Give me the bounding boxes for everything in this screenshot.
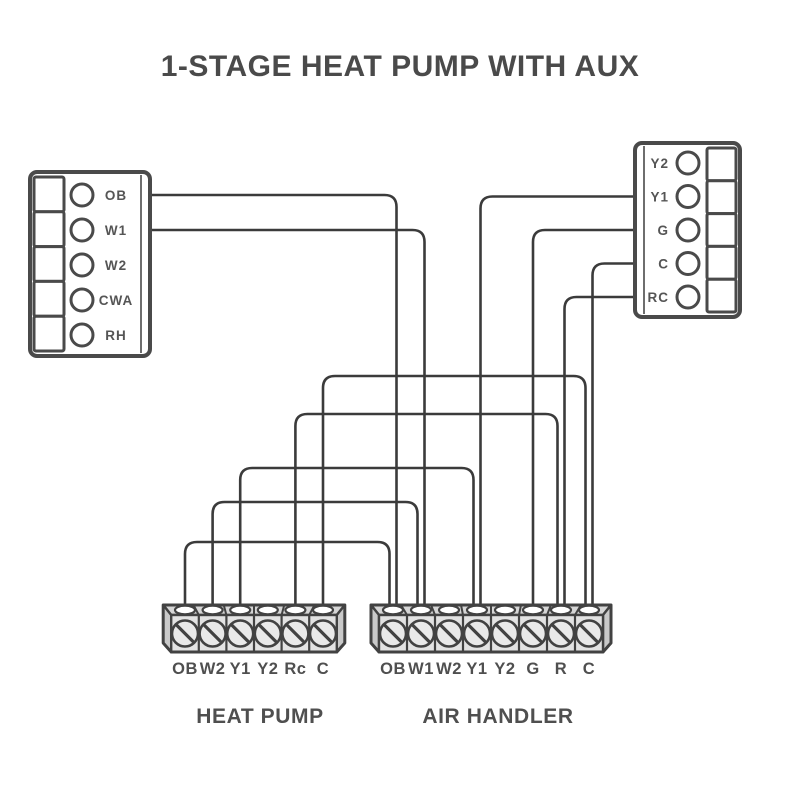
air-handler-strip-wire-hole-R	[549, 604, 573, 616]
air-handler-strip-screw-slot	[467, 623, 487, 644]
heat-pump-strip-screw-slot	[258, 623, 278, 644]
air-handler-strip-wire-hole-C	[577, 604, 601, 616]
thermostat-right-block-label-G: G	[657, 223, 669, 238]
wire-heat_pump-Rc-to-air_handler-R	[294, 412, 559, 614]
thermostat-right-block-terminal-C	[675, 251, 701, 276]
air-handler-strip-wire-hole-W2	[437, 604, 461, 616]
thermostat-left-block-label-W1: W1	[105, 223, 127, 238]
air-handler-strip-outline	[369, 603, 613, 654]
air-handler-strip-screw-slot	[551, 623, 571, 644]
heat-pump-strip-outline	[161, 603, 347, 654]
thermostat-left-block-terminal-W1	[69, 217, 95, 243]
thermostat-right-block-terminal-Y2	[675, 150, 701, 176]
heat-pump-strip-top-divider	[222, 604, 228, 616]
thermostat-right-block-label-Y2: Y2	[650, 156, 669, 171]
wire-thermostat_right-Y1-to-air_handler-Y1	[479, 195, 637, 614]
wire-heat_pump-C-to-air_handler-C	[321, 374, 587, 614]
air-handler-strip-top-divider	[518, 604, 522, 616]
thermostat-right-block-pin-cell	[705, 244, 738, 281]
heat-pump-strip-top-divider	[308, 604, 316, 616]
heat-pump-strip-terminal-label-Y2: Y2	[257, 660, 278, 678]
air-handler-strip-wire-hole-G	[521, 604, 545, 616]
heat-pump-strip-screw-slot	[175, 623, 195, 644]
diagram-title: 1-STAGE HEAT PUMP WITH AUX	[160, 50, 640, 83]
air-handler-strip-top-divider	[460, 604, 464, 616]
air-handler-strip-top-divider	[430, 604, 436, 616]
heat-pump-strip-terminal-label-W2: W2	[200, 660, 226, 678]
heat-pump-strip-terminal-label-C: C	[317, 660, 329, 678]
thermostat-right-block-label-RC: RC	[648, 290, 670, 305]
heat-pump-strip-wire-hole-Rc	[284, 604, 307, 616]
air-handler-strip-wire-hole-OB	[381, 604, 405, 616]
thermostat-left-block-pin-cell	[32, 279, 66, 318]
air-handler-strip-terminal-label-W2: W2	[436, 660, 462, 678]
air-handler-strip-screw-slot	[383, 623, 403, 644]
air-handler-strip-screw-slot	[439, 623, 459, 644]
thermostat-left-block-pin-cell	[32, 245, 66, 283]
heat-pump-strip-wire-hole-W2	[201, 604, 224, 616]
heat-pump-caption: HEAT PUMP	[196, 705, 324, 728]
thermostat-left-block-pin-cell	[32, 175, 66, 214]
air-handler-strip-screw-slot	[523, 623, 543, 644]
heat-pump-strip-screw-slot	[313, 623, 333, 644]
wire-thermostat_right-RC-to-air_handler-R	[563, 295, 637, 614]
air-handler-strip-wire-hole-Y2	[493, 604, 517, 616]
air-handler-strip-wire-hole-W1	[409, 604, 433, 616]
thermostat-right-block-terminal-G	[675, 217, 701, 243]
air-handler-strip-terminal-label-W1: W1	[408, 660, 434, 678]
heat-pump-strip-screw-slot	[285, 623, 305, 644]
air-handler-strip-screw-slot	[411, 623, 431, 644]
thermostat-right-block-pin-cell	[705, 212, 738, 248]
thermostat-right-block-pin-cell	[705, 277, 738, 314]
air-handler-strip-screw-slot	[579, 623, 599, 644]
heat-pump-strip-top-divider	[192, 604, 200, 616]
thermostat-left-block-terminal-CWA	[69, 287, 95, 313]
wire-heat_pump-W2-to-air_handler-W1	[211, 500, 419, 614]
air-handler-strip-terminal-label-Y1: Y1	[466, 660, 487, 678]
heat-pump-strip-wire-hole-OB	[173, 604, 197, 616]
air-handler-caption: AIR HANDLER	[422, 705, 574, 728]
thermostat-left-block-label-OB: OB	[105, 188, 127, 203]
air-handler-strip-terminal-label-G: G	[526, 660, 539, 678]
heat-pump-strip-terminal-label-OB: OB	[172, 660, 198, 678]
thermostat-left-block-label-CWA: CWA	[99, 293, 134, 308]
heat-pump-strip-terminal-label-Y1: Y1	[230, 660, 251, 678]
thermostat-right-block-label-Y1: Y1	[650, 190, 669, 205]
thermostat-left-block-label-W2: W2	[105, 258, 127, 273]
thermostat-right-block-label-C: C	[658, 257, 669, 272]
thermostat-right-block-terminal-Y1	[675, 184, 701, 209]
air-handler-strip-terminal-label-C: C	[583, 660, 595, 678]
air-handler-strip-terminal-label-OB: OB	[380, 660, 406, 678]
wire-heat_pump-OB-to-air_handler-OB	[183, 540, 391, 614]
thermostat-left-block-terminal-W2	[69, 252, 95, 278]
wire-thermostat_right-C-to-air_handler-C	[591, 262, 637, 614]
wire-heat_pump-Y1-to-air_handler-Y1	[238, 466, 475, 614]
thermostat-right-block-terminal-RC	[675, 284, 701, 310]
thermostat-right-block-pin-cell	[705, 179, 738, 216]
air-handler-strip-terminal-label-R: R	[555, 660, 567, 678]
heat-pump-strip-wire-hole-Y2	[256, 604, 279, 616]
thermostat-left-block-pin-cell	[32, 314, 66, 353]
air-handler-strip-wire-hole-Y1	[465, 604, 489, 616]
thermostat-left-block-terminal-RH	[69, 322, 95, 348]
air-handler-strip-top-divider	[546, 604, 552, 616]
heat-pump-strip-top-divider	[280, 604, 286, 616]
heat-pump-strip-screw-slot	[203, 623, 223, 644]
heat-pump-strip-wire-hole-Y1	[229, 604, 252, 616]
heat-pump-strip-wire-hole-C	[311, 604, 335, 616]
wire-thermostat_left-W1-to-air_handler-W1	[148, 228, 426, 614]
heat-pump-strip-terminal-label-Rc: Rc	[284, 660, 306, 678]
thermostat-right-block-pin-cell	[705, 146, 738, 183]
thermostat-left-block-label-RH: RH	[105, 328, 127, 343]
air-handler-strip-terminal-label-Y2: Y2	[494, 660, 515, 678]
thermostat-left-block-pin-cell	[32, 210, 66, 249]
air-handler-strip-screw-slot	[495, 623, 515, 644]
heat-pump-strip-screw-slot	[230, 623, 250, 644]
wire-thermostat_right-G-to-air_handler-G	[531, 228, 637, 614]
thermostat-left-block-terminal-OB	[69, 182, 95, 208]
wire-thermostat_left-OB-to-air_handler-OB	[148, 193, 398, 614]
